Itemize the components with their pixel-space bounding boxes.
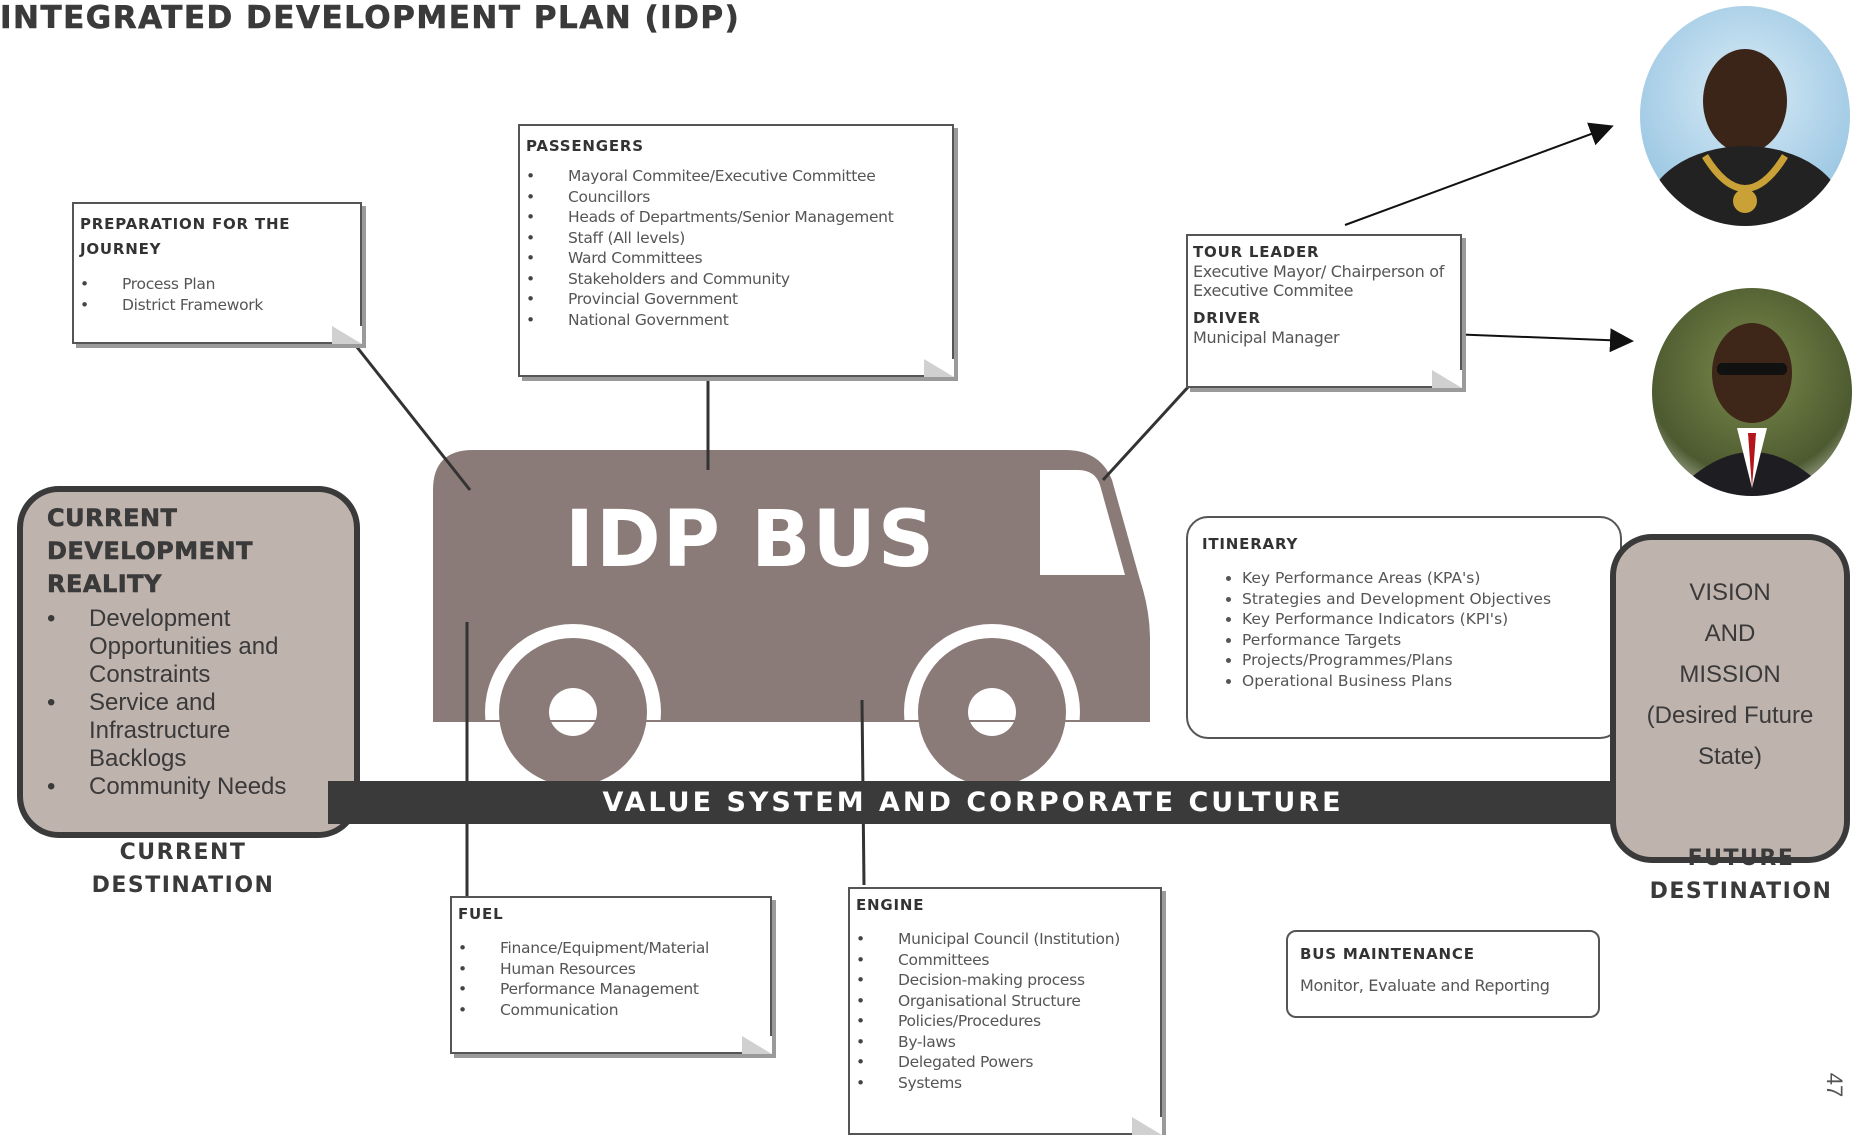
vision-line: MISSION	[1679, 661, 1781, 688]
passengers-list: Mayoral Commitee/Executive Committee Cou…	[526, 166, 946, 330]
driver-text: Municipal Manager	[1193, 328, 1340, 347]
list-item: Operational Business Plans	[1242, 671, 1608, 692]
vision-text: VISION AND MISSION (Desired Future State…	[1616, 572, 1844, 777]
itinerary-list: Key Performance Areas (KPA's) Strategies…	[1202, 568, 1608, 691]
list-item: Stakeholders and Community	[526, 269, 946, 290]
fuel-box: FUEL Finance/Equipment/Material Human Re…	[450, 896, 772, 1054]
preparation-list: Process Plan District Framework	[80, 274, 354, 315]
page-fold	[332, 326, 362, 344]
list-item: Development Opportunities and Constraint…	[47, 605, 329, 689]
vision-line: State)	[1697, 743, 1763, 770]
page-fold	[1132, 1117, 1162, 1135]
list-item: Key Performance Areas (KPA's)	[1242, 568, 1608, 589]
list-item: Process Plan	[80, 274, 354, 295]
tour-leader-box: TOUR LEADER Executive Mayor/ Chairperson…	[1186, 234, 1462, 388]
vision-mission-box: VISION AND MISSION (Desired Future State…	[1610, 534, 1850, 863]
engine-title: ENGINE	[856, 896, 925, 914]
portrait-figure	[1672, 323, 1832, 496]
current-reality-list: Development Opportunities and Constraint…	[47, 605, 354, 801]
tour-leader-title: TOUR LEADER	[1193, 243, 1320, 261]
passengers-box: PASSENGERS Mayoral Commitee/Executive Co…	[518, 124, 954, 377]
portrait-figure	[1645, 49, 1845, 226]
value-system-bar: VALUE SYSTEM AND CORPORATE CULTURE	[328, 781, 1618, 824]
list-item: Heads of Departments/Senior Management	[526, 207, 946, 228]
list-item: District Framework	[80, 295, 354, 316]
preparation-title: PREPARATION FOR THE JOURNEY	[80, 215, 291, 258]
passengers-title: PASSENGERS	[526, 137, 644, 155]
itinerary-box: ITINERARY Key Performance Areas (KPA's) …	[1186, 516, 1622, 739]
list-item: Human Resources	[458, 959, 764, 980]
bus-label: IDP BUS	[565, 495, 937, 585]
current-destination-label: CURRENT DESTINATION	[91, 840, 275, 898]
current-reality-box: CURRENT DEVELOPMENT REALITY Development …	[17, 486, 360, 838]
list-item: Councillors	[526, 187, 946, 208]
tour-leader-text: Executive Mayor/ Chairperson of Executiv…	[1193, 262, 1445, 300]
list-item: National Government	[526, 310, 946, 331]
bus-maintenance-title: BUS MAINTENANCE	[1300, 945, 1475, 963]
list-item: Communication	[458, 1000, 764, 1021]
list-item: Provincial Government	[526, 289, 946, 310]
fuel-title: FUEL	[458, 905, 504, 923]
list-item: Municipal Council (Institution)	[856, 929, 1154, 950]
engine-box: ENGINE Municipal Council (Institution) C…	[848, 887, 1162, 1135]
preparation-box: PREPARATION FOR THE JOURNEY Process Plan…	[72, 202, 362, 344]
list-item: Key Performance Indicators (KPI's)	[1242, 609, 1608, 630]
list-item: Mayoral Commitee/Executive Committee	[526, 166, 946, 187]
municipal-manager-photo	[1652, 288, 1852, 496]
page-number: 47	[1822, 1072, 1848, 1098]
list-item: Systems	[856, 1073, 1154, 1094]
list-item: Finance/Equipment/Material	[458, 938, 764, 959]
vision-line: VISION	[1689, 579, 1771, 606]
list-item: Ward Committees	[526, 248, 946, 269]
list-item: Policies/Procedures	[856, 1011, 1154, 1032]
list-item: By-laws	[856, 1032, 1154, 1053]
list-item: Decision-making process	[856, 970, 1154, 991]
executive-mayor-photo	[1640, 6, 1850, 226]
list-item: Staff (All levels)	[526, 228, 946, 249]
bus-maintenance-text: Monitor, Evaluate and Reporting	[1300, 976, 1550, 995]
list-item: Organisational Structure	[856, 991, 1154, 1012]
vision-line: (Desired Future	[1646, 702, 1814, 729]
list-item: Strategies and Development Objectives	[1242, 589, 1608, 610]
itinerary-title: ITINERARY	[1202, 535, 1299, 553]
page-fold	[924, 359, 954, 377]
fuel-list: Finance/Equipment/Material Human Resourc…	[458, 938, 764, 1020]
vision-line: AND	[1704, 620, 1756, 647]
bus-maintenance-box: BUS MAINTENANCE Monitor, Evaluate and Re…	[1286, 930, 1600, 1018]
page-fold	[1432, 370, 1462, 388]
page-fold	[742, 1036, 772, 1054]
list-item: Committees	[856, 950, 1154, 971]
list-item: Delegated Powers	[856, 1052, 1154, 1073]
list-item: Projects/Programmes/Plans	[1242, 650, 1608, 671]
list-item: Community Needs	[47, 773, 354, 801]
current-reality-title: CURRENT DEVELOPMENT REALITY	[47, 504, 253, 599]
list-item: Performance Targets	[1242, 630, 1608, 651]
list-item: Performance Management	[458, 979, 764, 1000]
engine-list: Municipal Council (Institution) Committe…	[856, 929, 1154, 1093]
future-destination-label: FUTURE DESTINATION	[1649, 846, 1833, 904]
page-title: INTEGRATED DEVELOPMENT PLAN (IDP)	[0, 0, 741, 36]
bus-shape	[433, 450, 1150, 800]
list-item: Service and Infrastructure Backlogs	[47, 689, 309, 773]
driver-title: DRIVER	[1193, 309, 1261, 327]
